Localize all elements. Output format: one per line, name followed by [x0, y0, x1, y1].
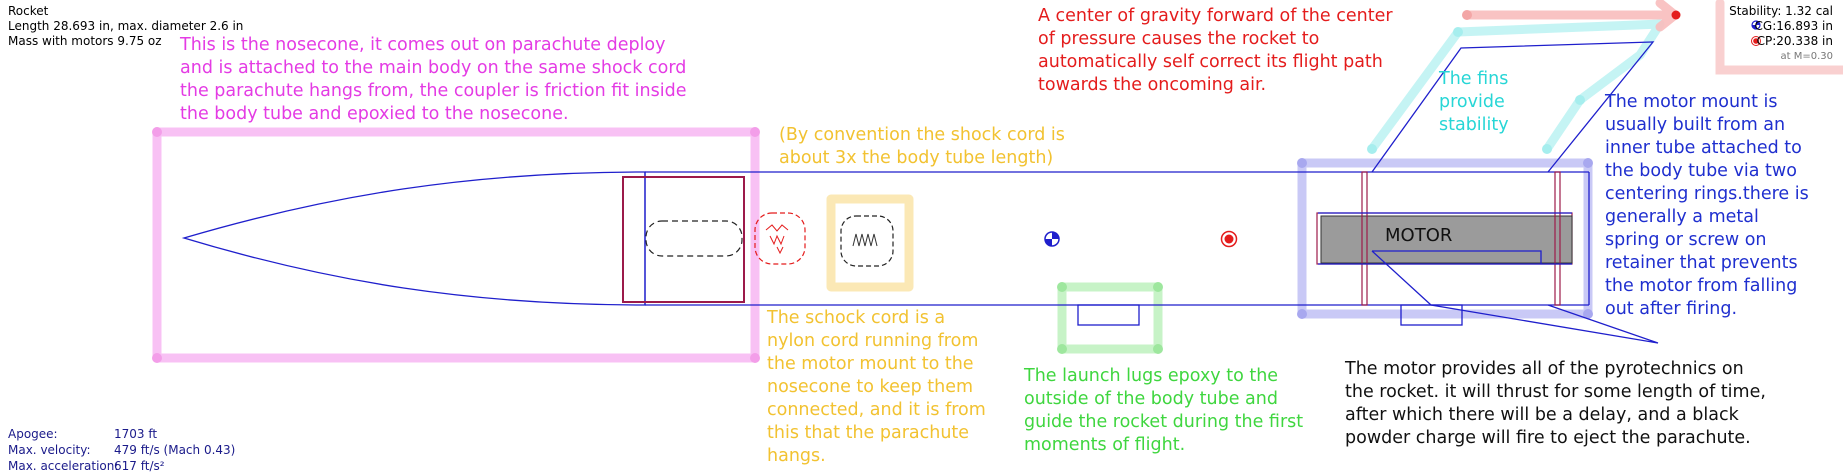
stability-highlight [1715, 0, 1843, 75]
velocity-value: 479 ft/s (Mach 0.43) [114, 443, 236, 457]
rocket-length: Length 28.693 in, max. diameter 2.6 in [8, 19, 244, 33]
nosecone-outline [181, 171, 646, 306]
stability-value: Stability: 1.32 cal [1729, 4, 1833, 18]
shock-cord-highlight [826, 194, 914, 292]
motor [1320, 215, 1573, 264]
fin-upper [1371, 41, 1655, 173]
launch-lug [1077, 304, 1140, 326]
acceleration-label: Max. acceleration: [8, 459, 119, 473]
wadding-scribble [765, 224, 789, 255]
convention-annotation: (By convention the shock cord is about 3… [779, 125, 1065, 168]
cp-legend-icon [1751, 36, 1761, 46]
motor-mount-tube [1318, 212, 1572, 265]
mach-note: at M=0.30 [1780, 51, 1834, 62]
velocity-label: Max. velocity: [8, 443, 91, 457]
cp-value: CP:20.338 in [1756, 34, 1833, 48]
cg-cp-annotation: A center of gravity forward of the cente… [1038, 6, 1393, 95]
highlight-dots [152, 10, 1593, 363]
cg-value: CG:16.893 in [1754, 19, 1833, 33]
acceleration-value: 617 ft/s² [114, 459, 165, 473]
launch-lugs-annotation: The launch lugs epoxy to the outside of … [1024, 366, 1304, 455]
nosecone-highlight [152, 127, 760, 363]
motor-label: MOTOR [1385, 225, 1452, 246]
fin-lower [1371, 250, 1659, 344]
parachute [645, 220, 743, 257]
apogee-label: Apogee: [8, 427, 58, 441]
motor-annotation: The motor provides all of the pyrotechni… [1345, 359, 1766, 448]
coupler [622, 176, 745, 303]
flight-direction-arrow [1671, 10, 1681, 20]
shock-cord-annotation: The schock cord is a nylon cord running … [767, 308, 986, 466]
fins-annotation: The fins provide stability [1439, 69, 1509, 135]
apogee-value: 1703 ft [114, 427, 158, 441]
cg-legend-icon [1751, 20, 1761, 30]
shock-cord-bundle [840, 215, 894, 267]
cp-symbol [1220, 230, 1238, 248]
rocket-name: Rocket [8, 4, 49, 18]
shock-cord-zigzag [852, 233, 878, 247]
motor-mount-annotation: The motor mount is usually built from an… [1605, 92, 1809, 319]
cg-symbol [1044, 231, 1060, 247]
launch-lug-highlight [1057, 282, 1163, 354]
lower-launch-lug [1400, 304, 1463, 326]
ejection-wadding [754, 212, 806, 265]
nosecone-annotation: This is the nosecone, it comes out on pa… [180, 35, 687, 124]
motor-mount-highlight [1297, 158, 1593, 319]
centering-rings [1361, 171, 1561, 306]
rocket-mass: Mass with motors 9.75 oz [8, 34, 162, 48]
fins-highlight [1367, 19, 1665, 154]
